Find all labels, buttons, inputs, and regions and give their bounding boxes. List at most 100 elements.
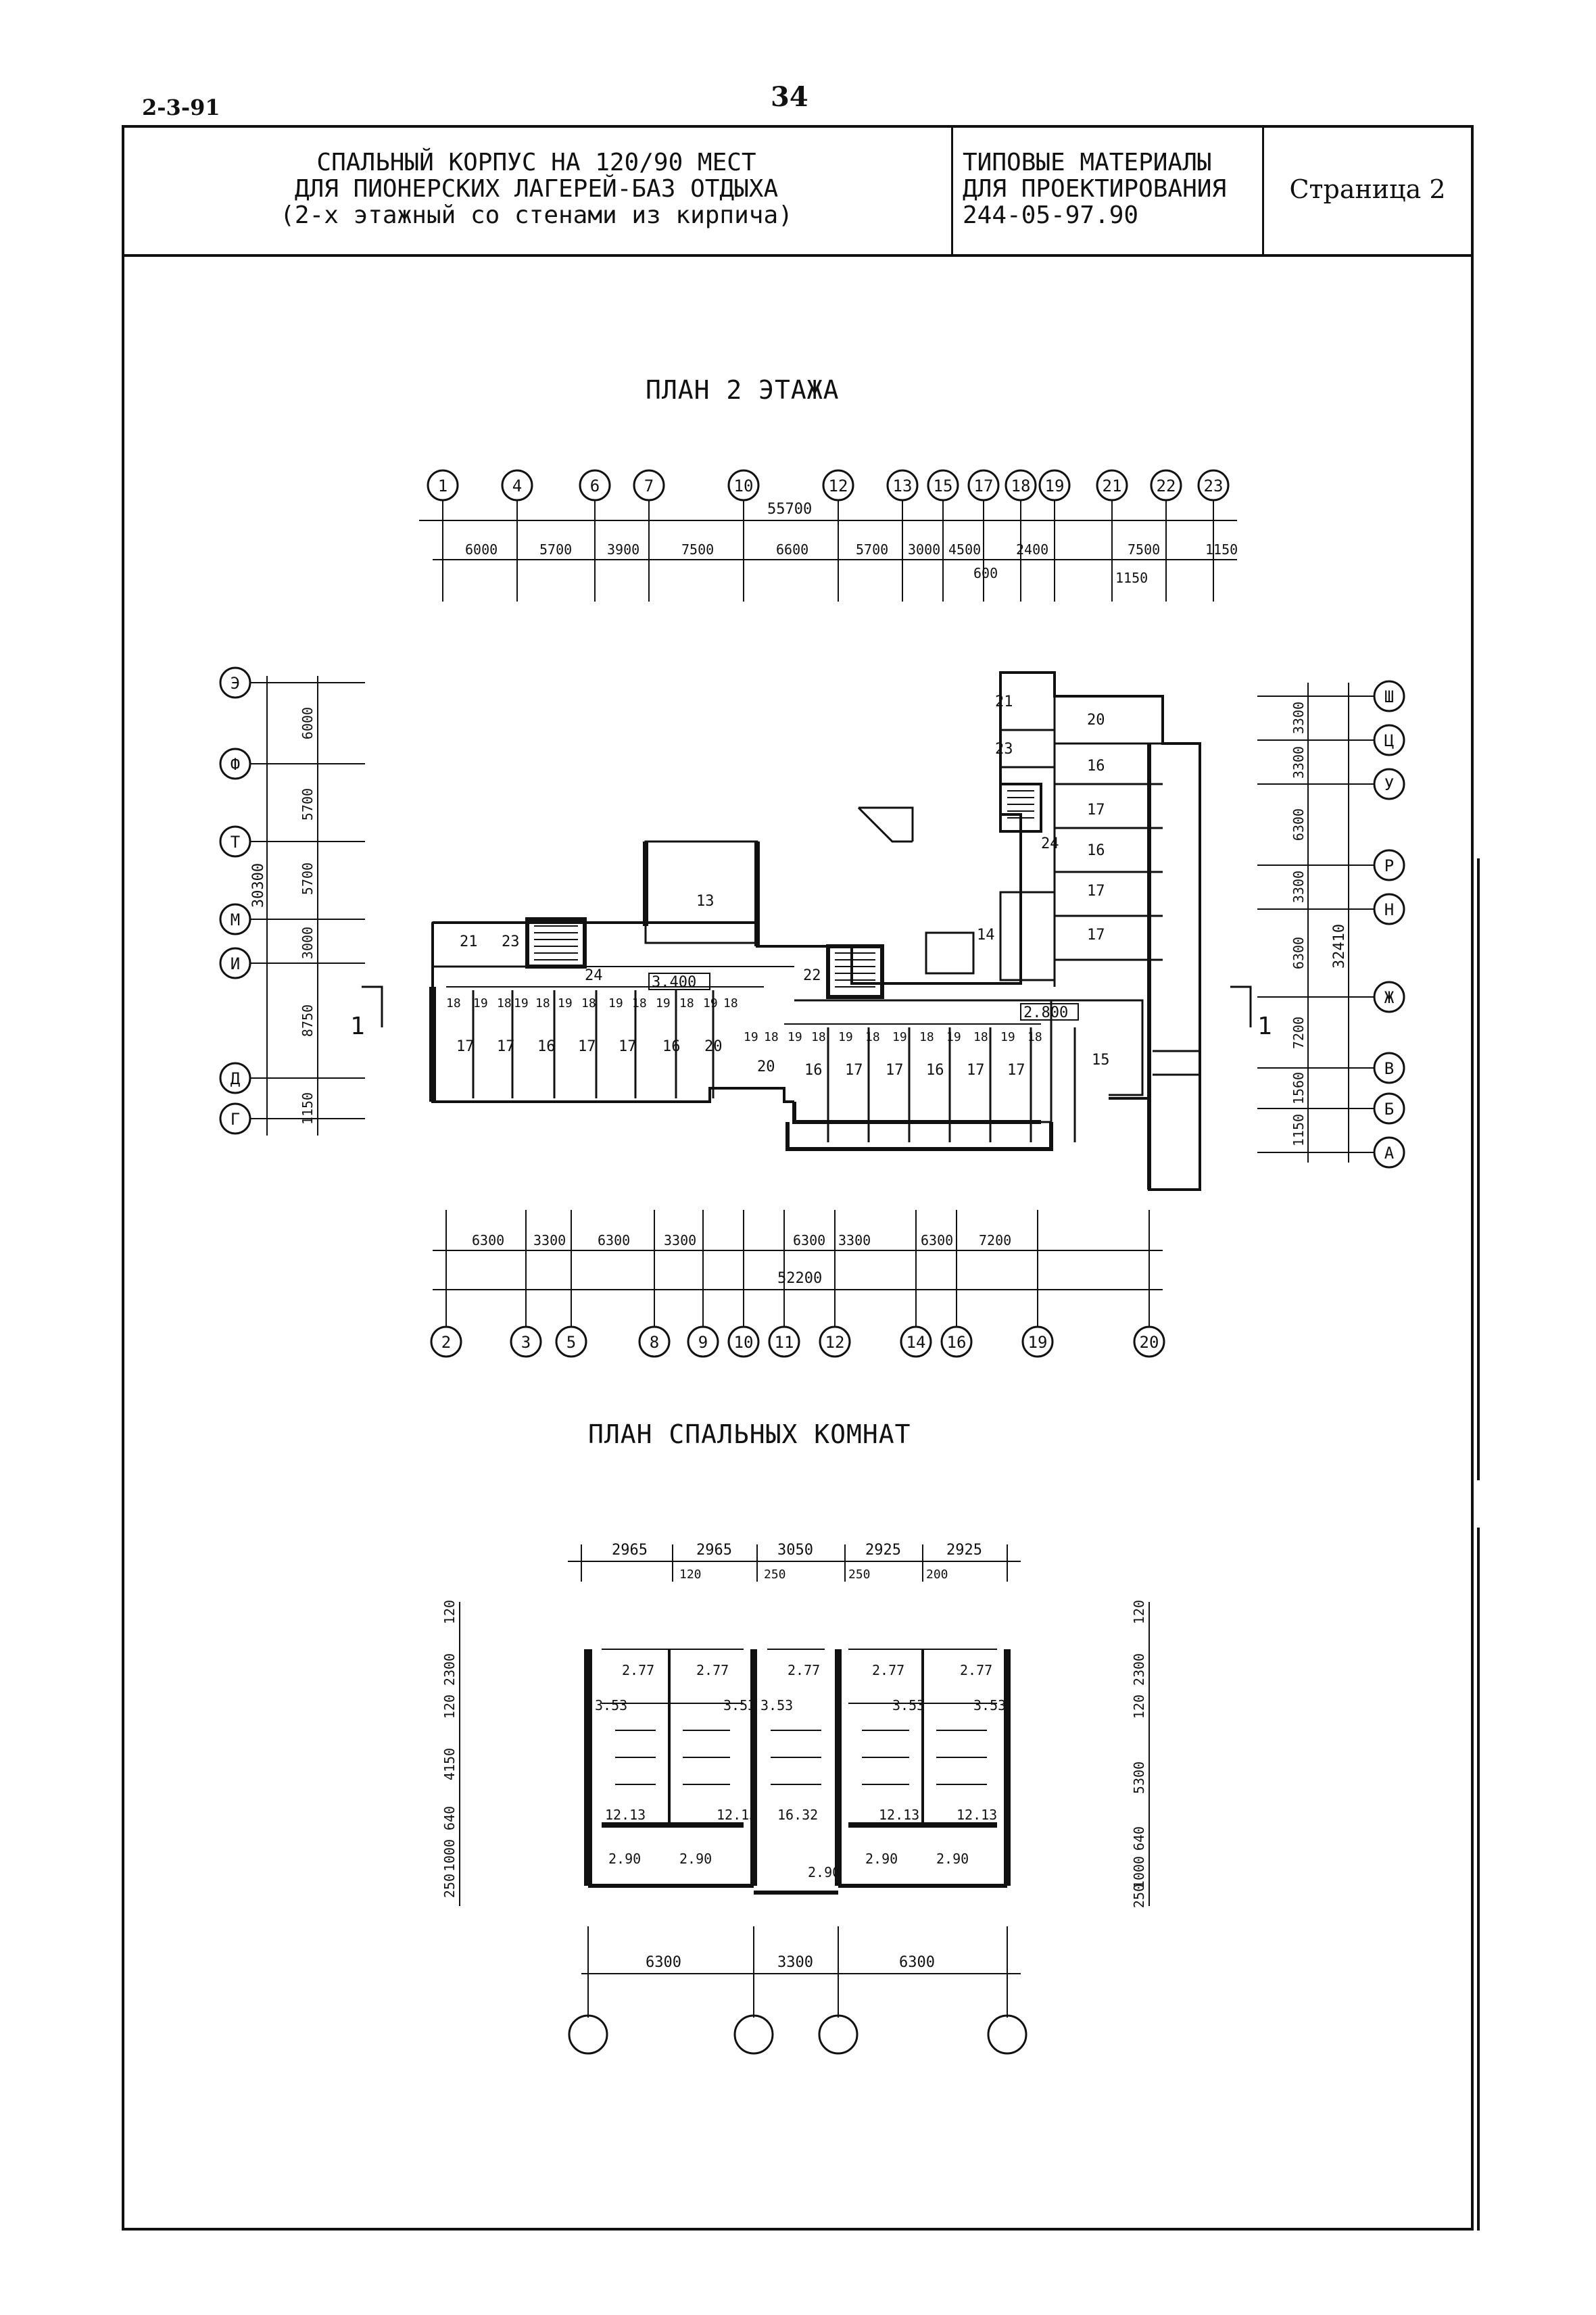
dimension-value: 3300 — [1290, 871, 1307, 903]
axis-label: Э — [231, 674, 240, 693]
dimension-value: 6300 — [899, 1954, 935, 1971]
dimension-value: 6300 — [1290, 808, 1307, 841]
dimension-total: 32410 — [1331, 924, 1348, 969]
cabin-label: 18 — [632, 996, 647, 1010]
dimension-value: 6300 — [1290, 937, 1307, 969]
axis-label: 21 — [1103, 477, 1122, 495]
axis-label: 13 — [893, 477, 913, 495]
section-marks: 1 1 — [350, 985, 1272, 1040]
section-mark-right: 1 — [1257, 1013, 1272, 1040]
dimension-value: 1000 — [441, 1839, 458, 1872]
cabin-label: 19 — [558, 996, 573, 1010]
dimension-value: 2965 — [696, 1542, 732, 1559]
axis-label: 7 — [644, 477, 654, 495]
dimension-value: 6300 — [921, 1232, 953, 1248]
axis-bubble — [987, 2014, 1027, 2055]
dimension-value: 5700 — [856, 541, 888, 558]
axis-label: Н — [1384, 900, 1394, 919]
cabin-label: 19 — [703, 996, 718, 1010]
room-label: 15 — [1092, 1052, 1110, 1069]
axis-label: Т — [231, 833, 240, 852]
room-label: 17 — [497, 1038, 515, 1055]
frame-edge-mark — [1477, 858, 1480, 1480]
axis-label: 12 — [829, 477, 848, 495]
room-label: 20 — [704, 1038, 723, 1055]
room-label: 17 — [619, 1038, 637, 1055]
room-label: 24 — [585, 967, 603, 984]
series-line: 244-05-97.90 — [963, 201, 1139, 229]
frame-edge-mark — [1477, 1528, 1480, 2231]
dimension-value: 1150 — [1115, 570, 1148, 586]
axis-label: У — [1384, 775, 1394, 794]
dimension-total: 55700 — [767, 501, 812, 518]
room-label: 17 — [967, 1062, 985, 1079]
dimension-value: 1150 — [299, 1092, 316, 1125]
elevation-mark: 3.53 — [723, 1697, 756, 1713]
axis-label: 19 — [1028, 1333, 1048, 1352]
dimension-value: 3300 — [838, 1232, 871, 1248]
axis-label: 18 — [1011, 477, 1031, 495]
axis-label: 23 — [1204, 477, 1224, 495]
axis-label: 10 — [734, 477, 754, 495]
dimension-value: 5700 — [299, 788, 316, 821]
dimension-value: 1150 — [1290, 1114, 1307, 1146]
title-line: (2-х этажный со стенами из кирпича) — [280, 201, 793, 229]
elevation-mark: 3.53 — [760, 1697, 793, 1713]
dimension-value: 2300 — [441, 1653, 458, 1686]
room-label: 23 — [995, 741, 1013, 758]
title-block: СПАЛЬНЫЙ КОРПУС НА 120/90 МЕСТ ДЛЯ ПИОНЕ… — [122, 125, 1474, 257]
room-label: 16 — [537, 1038, 556, 1055]
dimension-value: 640 — [1131, 1826, 1147, 1851]
dimension-value: 5700 — [299, 862, 316, 895]
dimension-value: 640 — [441, 1806, 458, 1830]
axis-label: Д — [231, 1069, 241, 1088]
axis-label: Ш — [1384, 687, 1394, 706]
dimension-value: 2965 — [612, 1542, 648, 1559]
rooms-plan-walls — [584, 1649, 1011, 1895]
axis-label: 11 — [775, 1333, 794, 1352]
dimension-value: 6600 — [776, 541, 808, 558]
dimension-value: 1000 — [1131, 1856, 1147, 1888]
dimension-value: 6300 — [793, 1232, 825, 1248]
room-label: 14 — [977, 927, 995, 944]
room-label: 17 — [1087, 802, 1105, 819]
room-label: 16 — [662, 1038, 681, 1055]
cabin-label: 19 — [946, 1030, 961, 1044]
title-block-title: СПАЛЬНЫЙ КОРПУС НА 120/90 МЕСТ ДЛЯ ПИОНЕ… — [122, 125, 953, 254]
dimension-value: 7200 — [979, 1232, 1011, 1248]
floor-plan-heading: ПЛАН 2 ЭТАЖА — [646, 375, 840, 405]
axis-label: 14 — [906, 1333, 926, 1352]
axis-label: М — [231, 910, 240, 929]
axis-label: 9 — [698, 1333, 708, 1352]
room-label: 16 — [804, 1062, 823, 1079]
axis-label: 2 — [441, 1333, 451, 1352]
title-block-page: Страница 2 — [1264, 125, 1471, 254]
dimension-value: 250 — [848, 1567, 871, 1582]
elevation-mark: 2.77 — [960, 1662, 992, 1678]
cabin-label: 18 — [811, 1030, 826, 1044]
axis-label: Ж — [1384, 988, 1395, 1007]
dimension-value: 6000 — [465, 541, 498, 558]
series-line: ТИПОВЫЕ МАТЕРИАЛЫ — [963, 149, 1212, 177]
elevation-mark: 2.77 — [872, 1662, 904, 1678]
dimension-value: 6000 — [299, 707, 316, 739]
elevation-mark: 12.13 — [717, 1807, 757, 1823]
elevation-mark: 2.90 — [865, 1851, 898, 1867]
room-label: 16 — [926, 1062, 944, 1079]
floor-plan-room-partitions — [472, 990, 1200, 1142]
room-label: 24 — [1041, 835, 1059, 852]
axis-bubble — [733, 2014, 774, 2055]
dimension-value: 2400 — [1016, 541, 1048, 558]
axis-label: Ф — [231, 755, 240, 774]
dimension-value: 120 — [1131, 1600, 1147, 1624]
page-label: Страница 2 — [1289, 174, 1446, 204]
elevation-label-left: 3.400 — [652, 974, 696, 991]
floor-plan-elevation-marks: 3.400 2.800 — [648, 973, 1079, 1021]
elevation-mark: 3.53 — [595, 1697, 627, 1713]
room-label: 17 — [456, 1038, 475, 1055]
room-label: 17 — [578, 1038, 596, 1055]
title-block-series: ТИПОВЫЕ МАТЕРИАЛЫ ДЛЯ ПРОЕКТИРОВАНИЯ 244… — [953, 125, 1264, 254]
dimension-value: 6300 — [598, 1232, 630, 1248]
cabin-label: 18 — [679, 996, 694, 1010]
